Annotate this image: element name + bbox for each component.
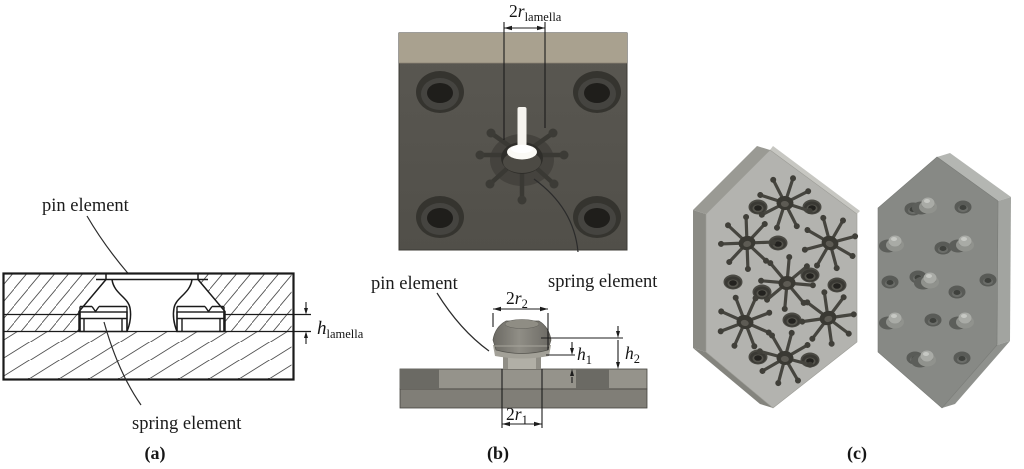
spring-element-right (176, 305, 225, 333)
top-view-block: 2rlamella (398, 1, 628, 253)
panel-b-renders: 2rlamella pin element spring element (371, 1, 658, 464)
pin-top-slot (106, 274, 198, 280)
side-view: 2r2 h1 h2 (399, 288, 648, 428)
dim-2r2-prefix: 2 (506, 288, 515, 308)
caption-b: (b) (487, 443, 509, 464)
spring-element-left (79, 305, 128, 333)
dim-2r2-symbol: r (515, 288, 522, 308)
dimension-2r2: 2r2 (492, 288, 549, 350)
caption-c: (c) (847, 443, 867, 464)
lower-plate-hatch (4, 331, 292, 379)
dim-2r1-sub: 1 (522, 413, 528, 427)
hex-plate-springs (693, 146, 869, 409)
dimension-2r-lamella: 2rlamella (503, 1, 562, 140)
svg-text:h1: h1 (577, 344, 592, 367)
pin-element-profile (111, 279, 193, 332)
spring-leader-line-b (533, 178, 579, 253)
dim-2r-lamella-symbol: r (518, 1, 525, 21)
counterbore-holes (416, 71, 621, 238)
dim-2r2-sub: 2 (522, 297, 528, 311)
dim-2r1-symbol: r (515, 404, 522, 424)
dimension-h2: h2 (541, 326, 640, 369)
block-outline (2, 272, 295, 381)
panel-a-spring-label: spring element (132, 414, 242, 434)
pin-element-side (492, 319, 552, 369)
dim-h2-sub: 2 (634, 352, 640, 366)
panel-a-cross-section: pin element (2, 196, 364, 464)
plate-recess-right (576, 369, 609, 389)
pin-leader-line-b (436, 292, 490, 352)
dim-h1-sub: 1 (586, 353, 592, 367)
dim-2r-lamella-prefix: 2 (509, 1, 518, 21)
panel-c-plates: (c) (693, 146, 1011, 464)
plate-recess-left (400, 369, 439, 389)
caption-a: (a) (145, 443, 166, 464)
dim-h2-symbol: h (625, 343, 634, 363)
panel-b-pin-label: pin element (371, 274, 459, 294)
spring-leader-line (103, 321, 142, 406)
pin-element-top (507, 107, 537, 160)
beige-strip (399, 33, 627, 63)
lamella-gap-lines (4, 313, 311, 333)
panel-a-pin-label: pin element (42, 196, 130, 216)
dimension-h1: h1 (546, 342, 592, 383)
dim-h-lamella-sub: lamella (327, 327, 364, 341)
dimension-2r1: 2r1 (501, 369, 543, 428)
svg-text:2rlamella: 2rlamella (509, 1, 562, 24)
cavity (79, 279, 225, 332)
dim-2r-lamella-sub: lamella (525, 10, 562, 24)
svg-text:2r1: 2r1 (506, 404, 528, 427)
spring-element-star (475, 107, 569, 205)
dim-h1-symbol: h (577, 344, 586, 364)
cavity-outline (78, 274, 226, 332)
svg-text:hlamella: hlamella (317, 318, 364, 341)
hex-plate-pins (877, 153, 1011, 409)
svg-text:2r2: 2r2 (506, 288, 528, 311)
dimension-h-lamella: hlamella (304, 302, 364, 344)
panel-b-spring-label: spring element (548, 272, 658, 292)
svg-text:h2: h2 (625, 343, 640, 366)
dim-2r1-prefix: 2 (506, 404, 515, 424)
dim-h-lamella-symbol: h (317, 318, 327, 339)
